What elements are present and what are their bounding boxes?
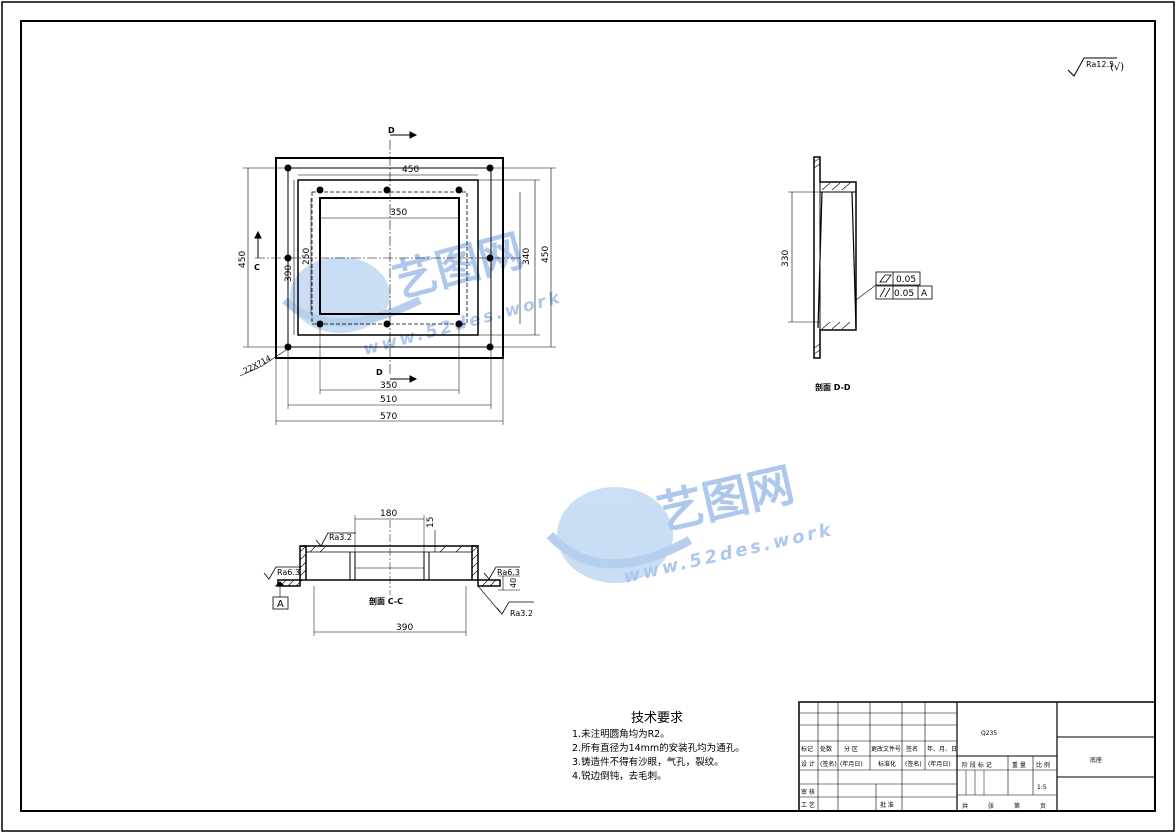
svg-text:D: D [376,368,383,377]
svg-text:艺图网: 艺图网 [388,225,529,308]
svg-text:标准化: 标准化 [878,760,896,768]
svg-text:350: 350 [380,381,397,391]
svg-text:Ra12.5: Ra12.5 [1086,60,1114,69]
svg-text:处数: 处数 [820,745,832,753]
svg-text:250: 250 [302,248,312,265]
tech-requirement-item: 1.未注明圆角均为R2。 [572,729,670,740]
svg-text:(√): (√) [1110,62,1124,73]
tech-requirement-item: 2.所有直径为14mm的安装孔均为通孔。 [572,743,745,754]
svg-text:阶 段 标 记: 阶 段 标 记 [962,761,992,769]
svg-text:510: 510 [380,395,397,405]
svg-text:更改文件号: 更改文件号 [871,745,901,753]
svg-text:0.05: 0.05 [894,289,914,299]
watermark-logo-2: 艺图网 www.52des.work [546,457,836,588]
svg-text:重 量: 重 量 [1012,761,1026,769]
tech-requirements: 技术要求 1.未注明圆角均为R2。 2.所有直径为14mm的安装孔均为通孔。 3… [572,712,782,784]
svg-text:15: 15 [426,517,436,528]
svg-text:底座: 底座 [1090,756,1102,764]
svg-text:570: 570 [380,412,397,422]
title-block [798,701,1156,812]
tech-requirement-item: 4.锐边倒钝，去毛刺。 [572,771,667,782]
svg-text:D: D [388,126,395,135]
svg-text:设 计: 设 计 [801,760,815,768]
svg-text:(签名): (签名) [820,760,837,768]
svg-text:22X?14: 22X?14 [242,354,273,376]
svg-text:390: 390 [284,265,294,282]
svg-text:共: 共 [962,802,968,810]
svg-text:审 核: 审 核 [801,788,815,796]
svg-text:剖面 D-D: 剖面 D-D [815,382,851,392]
tech-requirement-item: 3.铸造件不得有沙眼，气孔，裂纹。 [572,757,724,768]
svg-text:Q235: Q235 [981,730,997,737]
svg-text:450: 450 [402,165,419,175]
svg-text:年、月、日: 年、月、日 [927,745,957,753]
svg-text:180: 180 [380,509,397,519]
svg-text:Ra6.3: Ra6.3 [497,568,520,577]
svg-text:分 区: 分 区 [844,745,858,753]
svg-text:www.52des.work: www.52des.work [361,287,565,360]
section-cc-view [263,515,534,636]
svg-text:40: 40 [509,578,518,588]
svg-text:390: 390 [396,623,413,633]
svg-text:比 例: 比 例 [1036,761,1050,769]
roughness-symbol-global: Ra12.5 (√) [1067,57,1124,77]
svg-text:Ra3.2: Ra3.2 [329,533,352,542]
svg-text:(年月日): (年月日) [928,760,951,768]
svg-text:张: 张 [988,802,994,810]
svg-text:450: 450 [238,251,248,268]
svg-text:第: 第 [1014,802,1020,810]
svg-text:页: 页 [1040,803,1046,810]
svg-text:(签名): (签名) [905,760,922,768]
svg-text:450: 450 [541,246,551,263]
svg-text:A: A [277,599,284,610]
section-dd-labels: 330 0.05 0.05 A 剖面 D-D [781,250,928,392]
title-block-text: 标记 处数 分 区 更改文件号 签名 年、月、日 设 计 (签名) (年月日) … [801,730,1102,810]
svg-text:批 准: 批 准 [880,801,894,809]
svg-text:0.05: 0.05 [896,275,916,285]
svg-text:330: 330 [781,250,791,267]
plan-view [239,131,556,425]
svg-text:工 艺: 工 艺 [801,801,815,809]
sheet-inner-border [20,20,1156,812]
svg-text:(年月日): (年月日) [840,760,863,768]
svg-text:签名: 签名 [906,745,918,753]
svg-text:剖面 C-C: 剖面 C-C [369,596,403,606]
svg-text:Ra6.3: Ra6.3 [277,568,300,577]
svg-text:A: A [921,289,928,299]
section-cc-labels: 180 15 40 390 Ra3.2 Ra6.3 Ra6.3 Ra3.2 A … [277,509,533,633]
svg-text:1:5: 1:5 [1037,784,1047,791]
tech-requirements-title: 技术要求 [630,711,683,726]
section-dd-view [788,156,933,359]
watermark-logo-1: 艺图网 www.52des.work [282,225,565,360]
svg-text:艺图网: 艺图网 [652,457,799,541]
svg-text:350: 350 [390,208,407,218]
svg-text:C: C [254,263,260,272]
svg-text:340: 340 [522,248,532,265]
svg-text:Ra3.2: Ra3.2 [510,609,533,618]
svg-text:标记: 标记 [801,745,813,753]
